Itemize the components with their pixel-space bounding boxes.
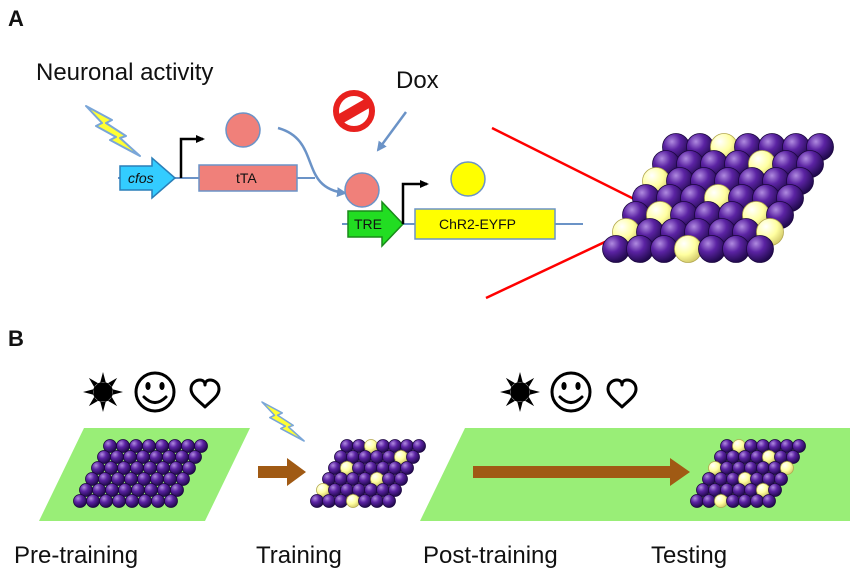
tta-bound-protein <box>344 172 380 208</box>
neuron <box>394 472 408 486</box>
stage-label-training: Training <box>256 542 342 569</box>
tre-promoter <box>347 200 405 248</box>
heart-icon <box>606 378 638 409</box>
neuron <box>738 494 752 508</box>
stage-label-posttraining: Post-training <box>423 542 558 569</box>
neuron <box>768 483 782 497</box>
neuron-grid-pretraining <box>73 439 208 508</box>
neuron <box>334 494 348 508</box>
panel-a-letter: A <box>8 6 24 31</box>
neuron <box>602 235 630 263</box>
prohibition-icon <box>333 90 375 132</box>
neuron-grid-testing <box>690 439 806 508</box>
active-neuron <box>780 461 794 475</box>
neuron-grid-training <box>310 439 426 508</box>
active-neuron <box>714 494 728 508</box>
neuron <box>786 450 800 464</box>
neuron <box>722 235 750 263</box>
neuron <box>702 494 716 508</box>
tta-label: tTA <box>236 170 257 186</box>
stage-label-pretraining: Pre-training <box>14 542 138 569</box>
stage-label-testing: Testing <box>651 542 727 569</box>
lightning-icon <box>261 401 305 442</box>
chr2-protein <box>450 161 486 197</box>
neuron <box>99 494 113 508</box>
neuron <box>86 494 100 508</box>
neuron <box>138 494 152 508</box>
neuron <box>151 494 165 508</box>
smiley-icon <box>134 371 176 413</box>
active-neuron <box>346 494 360 508</box>
transcription-start-arrow-2 <box>401 180 429 224</box>
neuron <box>726 494 740 508</box>
chr2-gene-box <box>414 208 556 240</box>
cfos-label: cfos <box>128 170 154 186</box>
neuron <box>750 494 764 508</box>
projection-line-upper <box>491 126 661 214</box>
smiley-icon <box>550 371 592 413</box>
neuron <box>746 235 774 263</box>
neuron <box>125 494 139 508</box>
dox-arrow <box>376 111 408 152</box>
neuron <box>112 494 126 508</box>
neuron <box>382 494 396 508</box>
cfos-promoter <box>119 156 177 200</box>
neuron <box>412 439 426 453</box>
sun-icon <box>83 372 123 412</box>
neuron <box>690 494 704 508</box>
tta-protein <box>225 112 261 148</box>
neuron <box>310 494 324 508</box>
neuron <box>170 483 184 497</box>
neuronal-activity-label: Neuronal activity <box>36 59 213 86</box>
panel-b-letter: B <box>8 326 24 351</box>
neuron <box>73 494 87 508</box>
neuron <box>698 235 726 263</box>
tre-label: TRE <box>354 216 382 232</box>
lightning-icon <box>85 105 141 157</box>
neuron <box>400 461 414 475</box>
dox-label: Dox <box>396 67 439 94</box>
neuron <box>176 472 190 486</box>
neuron <box>322 494 336 508</box>
neuron-grid-large <box>602 133 834 263</box>
neuron <box>182 461 196 475</box>
neuron <box>762 494 776 508</box>
transcription-start-arrow-1 <box>179 135 205 178</box>
neuron <box>774 472 788 486</box>
posttraining-arrow <box>473 458 690 486</box>
training-arrow <box>258 458 306 486</box>
tta-binding-arrow <box>277 126 347 198</box>
active-neuron <box>674 235 702 263</box>
neuron <box>650 235 678 263</box>
neuron <box>388 483 402 497</box>
neuron <box>626 235 654 263</box>
neuron <box>194 439 208 453</box>
neuron <box>370 494 384 508</box>
neuron <box>164 494 178 508</box>
neuron <box>792 439 806 453</box>
neuron <box>406 450 420 464</box>
chr2-label: ChR2-EYFP <box>439 216 516 232</box>
sun-icon <box>500 372 540 412</box>
neuron <box>188 450 202 464</box>
tta-gene-box <box>198 164 298 192</box>
neuron <box>358 494 372 508</box>
heart-icon <box>189 378 221 409</box>
